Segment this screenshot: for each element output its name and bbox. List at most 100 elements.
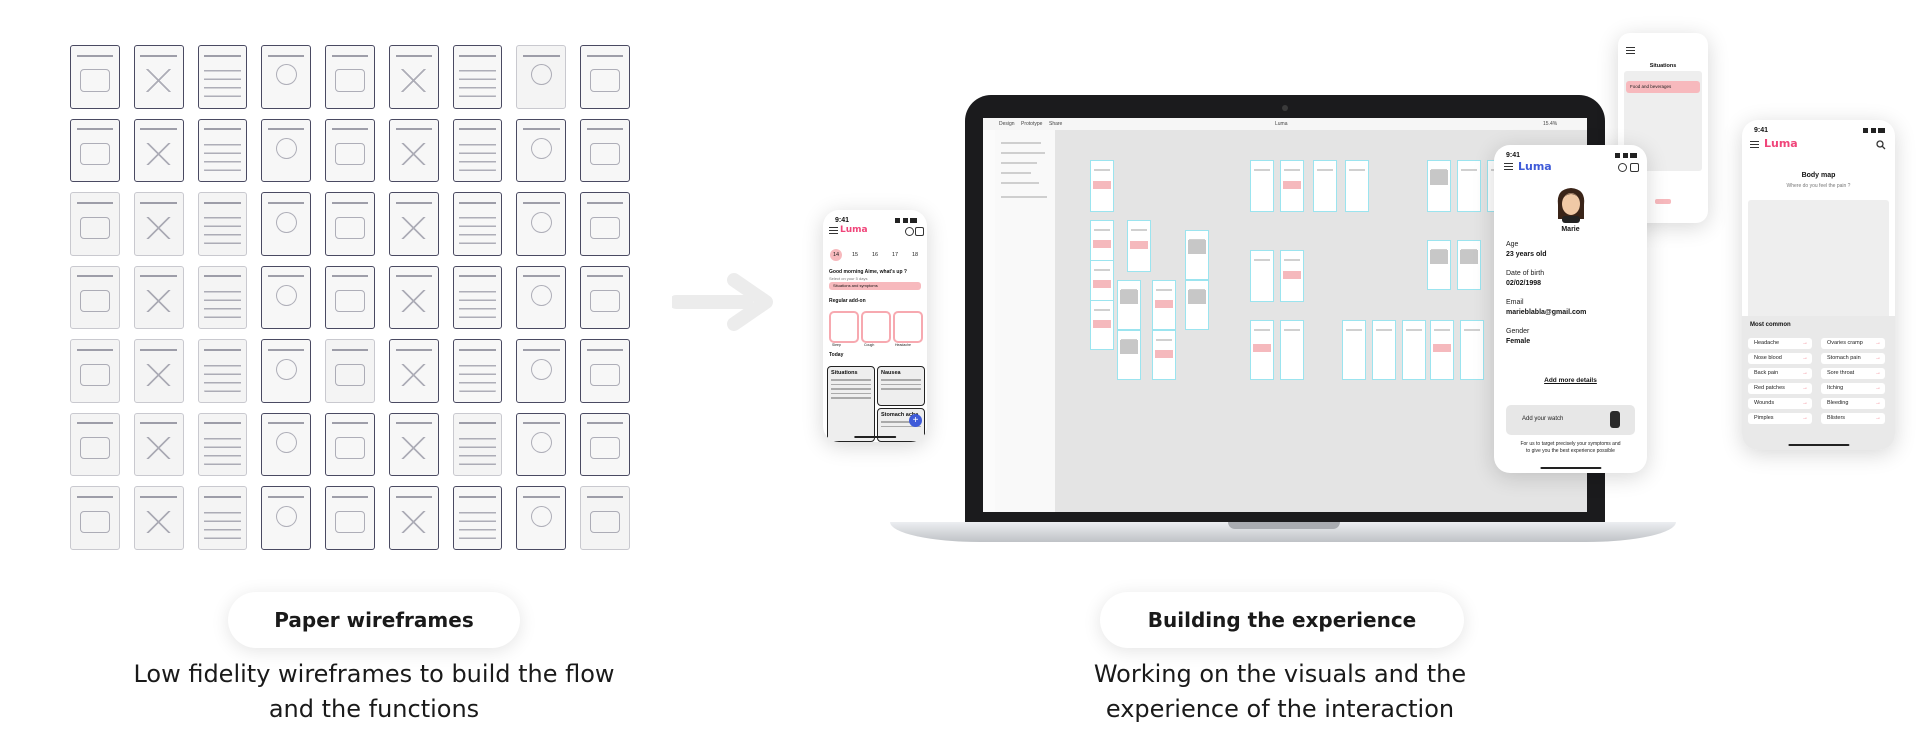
symptom-chip[interactable]: Ovaries cramp (1821, 338, 1885, 349)
day-15[interactable]: 15 (851, 252, 859, 258)
card-nausea[interactable]: Nausea (877, 366, 925, 406)
artboard[interactable] (1250, 320, 1274, 380)
symptom-chip[interactable]: Nose blood (1748, 353, 1812, 364)
symptom-chip[interactable]: Itching (1821, 383, 1885, 394)
situations-symptoms-bar[interactable]: Situations and symptoms (829, 282, 921, 290)
artboard[interactable] (1427, 240, 1451, 290)
symptom-chip[interactable]: Headache (1748, 338, 1812, 349)
paper-sketch (197, 45, 248, 109)
artboard[interactable] (1185, 230, 1209, 280)
artboard[interactable] (1460, 320, 1484, 380)
age-label: Age (1506, 241, 1519, 248)
symptom-chip[interactable]: Back pain (1748, 368, 1812, 379)
symptom-chip[interactable]: Sore throat (1821, 368, 1885, 379)
phone-profile-screen: 9:41 Luma Marie Age 23 years old Date of… (1494, 145, 1647, 473)
paper-sketch (580, 192, 630, 256)
most-common-panel: Most common Headache Ovaries cramp Nose … (1742, 316, 1895, 450)
artboard[interactable] (1427, 160, 1451, 212)
artboard[interactable] (1127, 220, 1151, 272)
paper-sketch (580, 118, 630, 183)
paper-sketch (70, 45, 120, 109)
paper-sketch (452, 192, 503, 256)
artboard[interactable] (1250, 250, 1274, 302)
artboard[interactable] (1313, 160, 1337, 212)
artboard[interactable] (1342, 320, 1366, 380)
symptom-chip[interactable]: Stomach pain (1821, 353, 1885, 364)
symptom-chip[interactable]: Wounds (1748, 398, 1812, 409)
profile-icon[interactable] (1618, 163, 1627, 172)
artboard[interactable] (1280, 160, 1304, 212)
day-14[interactable]: 14 (830, 249, 842, 261)
day-18[interactable]: 18 (911, 252, 919, 258)
watch-footer-line1: For us to target precisely your symptoms… (1520, 441, 1621, 447)
artboard[interactable] (1117, 330, 1141, 380)
day-16[interactable]: 16 (871, 252, 879, 258)
paper-wireframes-description-line1: Low fidelity wireframes to build the flo… (133, 660, 615, 688)
paper-sketch (325, 412, 375, 477)
laptop-base (890, 522, 1676, 542)
artboard[interactable] (1402, 320, 1426, 380)
profile-icon[interactable] (905, 227, 914, 236)
artboard[interactable] (1457, 240, 1481, 290)
paper-sketch (70, 412, 120, 477)
artboard[interactable] (1250, 160, 1274, 212)
addon-cough[interactable] (861, 311, 891, 343)
add-watch-button[interactable]: Add your watch (1506, 405, 1635, 435)
layers-panel[interactable] (995, 130, 1056, 512)
greeting-subtitle: Select on your 5 days (829, 276, 868, 281)
artboard[interactable] (1152, 280, 1176, 330)
addon-sleep[interactable] (829, 311, 859, 343)
paper-sketch (70, 339, 120, 403)
menu-icon[interactable] (1626, 47, 1635, 54)
menu-icon[interactable] (1504, 163, 1513, 170)
situations-button[interactable] (1655, 199, 1671, 204)
artboard[interactable] (1185, 280, 1209, 330)
artboard[interactable] (1090, 160, 1114, 212)
artboard[interactable] (1430, 320, 1454, 380)
artboard[interactable] (1280, 250, 1304, 302)
card-situations-title: Situations (831, 370, 858, 376)
symptom-chip[interactable]: Red patches (1748, 383, 1812, 394)
search-icon[interactable] (1876, 140, 1886, 150)
menu-icon[interactable] (829, 227, 838, 234)
add-more-details-link[interactable]: Add more details (1544, 377, 1597, 384)
paper-sketch (133, 412, 184, 477)
luma-logo: Luma (1764, 137, 1798, 150)
artboard[interactable] (1457, 160, 1481, 212)
add-fab-button[interactable]: + (909, 414, 922, 427)
email-value: marieblabla@gmail.com (1506, 309, 1587, 316)
paper-sketch (133, 118, 184, 183)
zoom-level[interactable]: 15.4% (1543, 121, 1558, 127)
card-stomach-title: Stomach ache (881, 412, 919, 418)
paper-sketch (197, 265, 248, 330)
calendar-icon[interactable] (1630, 163, 1639, 172)
artboard[interactable] (1372, 320, 1396, 380)
symptom-chip[interactable]: Pimples (1748, 413, 1812, 424)
share-tab[interactable]: Share (1049, 121, 1063, 127)
symptom-chip[interactable]: Bleeding (1821, 398, 1885, 409)
food-beverages-bar[interactable]: Food and beverages (1626, 81, 1700, 93)
card-nausea-title: Nausea (881, 370, 901, 376)
artboard[interactable] (1345, 160, 1369, 212)
paper-sketch (452, 265, 503, 330)
artboard[interactable] (1117, 280, 1141, 330)
artboard[interactable] (1152, 330, 1176, 380)
artboard[interactable] (1280, 320, 1304, 380)
artboard[interactable] (1090, 300, 1114, 350)
addon-headache[interactable] (893, 311, 923, 343)
menu-icon[interactable] (1750, 141, 1759, 148)
day-17[interactable]: 17 (891, 252, 899, 258)
most-common-title: Most common (1750, 322, 1791, 328)
paper-sketch (261, 339, 312, 403)
paper-sketch (580, 45, 630, 109)
home-indicator (1787, 444, 1850, 446)
prototype-tab[interactable]: Prototype (1021, 121, 1043, 127)
symptom-chip[interactable]: Blisters (1821, 413, 1885, 424)
card-situations[interactable]: Situations (827, 366, 875, 442)
paper-sketch (516, 486, 567, 550)
body-map-area[interactable] (1748, 200, 1889, 320)
design-tab[interactable]: Design (999, 121, 1015, 127)
status-time: 9:41 (1506, 152, 1521, 159)
calendar-icon[interactable] (915, 227, 924, 236)
paper-wireframes-description: Low fidelity wireframes to build the flo… (80, 657, 668, 727)
